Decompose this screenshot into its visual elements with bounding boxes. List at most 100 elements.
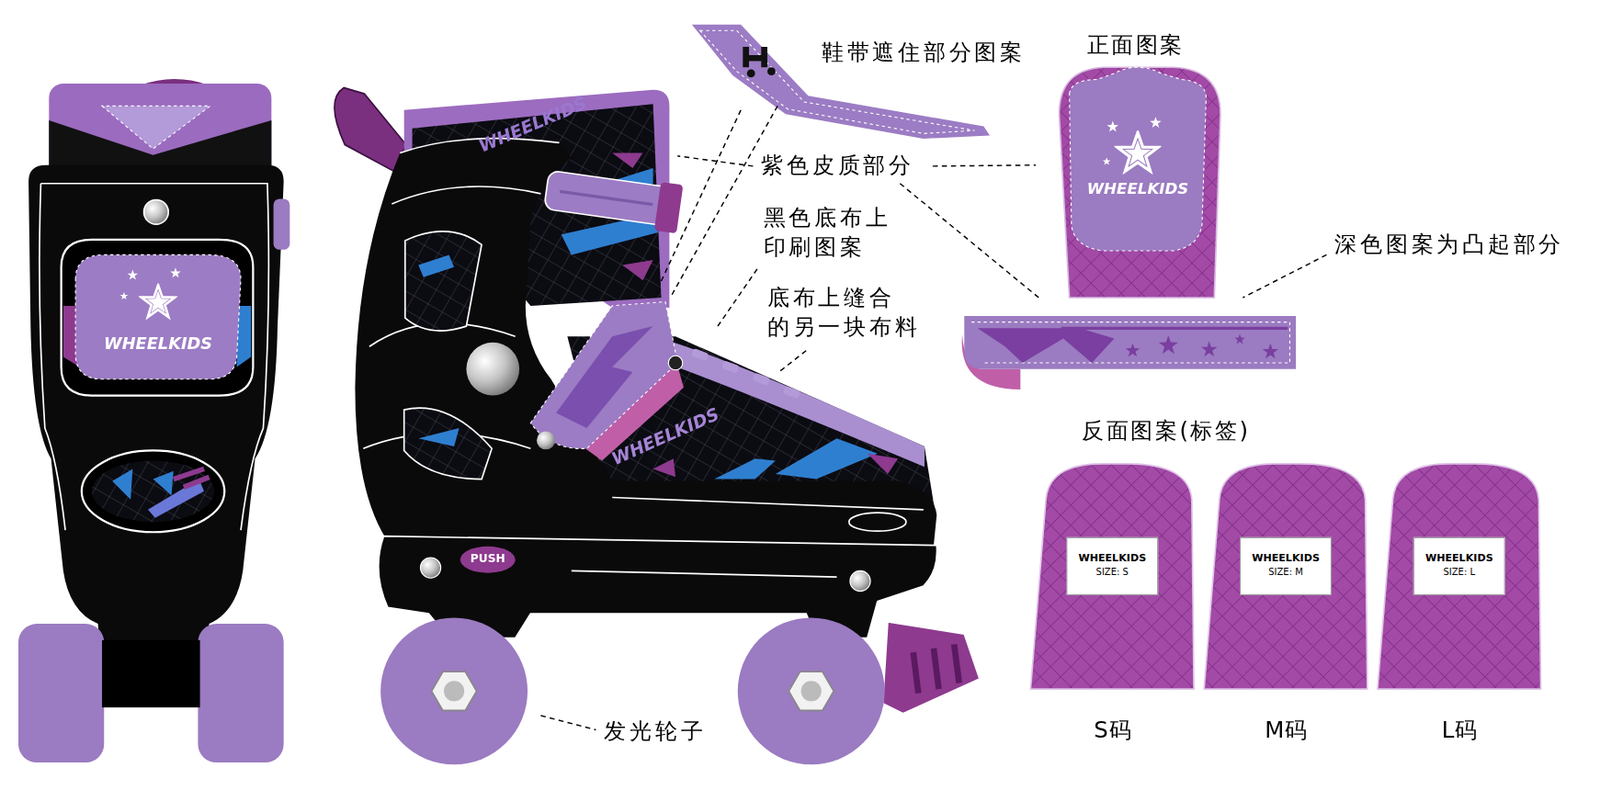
long-strap-part xyxy=(1262,343,1279,359)
back-tags-part xyxy=(1203,464,1368,690)
size-text: SIZE: S xyxy=(1078,565,1148,579)
brand-logo: WHEELKIDS xyxy=(103,334,213,356)
leader-lines xyxy=(540,105,1327,730)
side-view-skate-part xyxy=(543,166,684,234)
long-strap xyxy=(962,316,1296,390)
side-view-skate-part xyxy=(653,453,898,478)
side-view-skate-part xyxy=(380,617,528,765)
back-tags xyxy=(1030,464,1541,690)
leader-lines-part xyxy=(932,165,1036,167)
front-pattern-part xyxy=(1149,116,1161,128)
front-view-skate-part xyxy=(40,183,269,531)
side-view-skate-part xyxy=(714,438,878,479)
front-view-skate-part xyxy=(127,270,139,281)
leader-lines-part xyxy=(540,715,596,731)
brand-text: WHEELKIDS xyxy=(1250,550,1321,567)
side-view-skate-part xyxy=(654,181,684,234)
part-note: 鞋带遮住部分图案 xyxy=(821,38,1026,69)
side-view-skate-part xyxy=(544,170,671,226)
side-view-skate-part xyxy=(737,617,886,765)
front-view-skate-part xyxy=(81,450,225,533)
long-strap-part xyxy=(1234,333,1246,344)
long-strap-part xyxy=(1125,343,1140,358)
front-pattern-part xyxy=(1124,139,1152,165)
size-label-box: WHEELKIDSSIZE: L xyxy=(1413,536,1506,595)
side-view-skate-part xyxy=(443,680,465,702)
size-label-box: WHEELKIDSSIZE: S xyxy=(1066,536,1158,595)
section-title: 反面图案(标签) xyxy=(1081,417,1250,447)
leader-lines-part xyxy=(1242,254,1327,298)
front-view-skate-part xyxy=(147,290,171,313)
side-view-skate-part xyxy=(418,254,454,277)
side-view-skate-part xyxy=(782,385,802,399)
side-view-skate-part xyxy=(882,622,979,715)
front-view-skate-part xyxy=(170,267,182,278)
side-view-skate-part xyxy=(536,431,556,450)
front-view-skate-part xyxy=(18,624,104,763)
long-strap-part xyxy=(1061,327,1288,330)
side-view-skate-part xyxy=(418,428,459,447)
side-view-skate-part xyxy=(405,231,482,331)
part-note: 底布上缝合 的另一块布料 xyxy=(767,283,952,341)
side-view-skate-part xyxy=(801,680,822,702)
side-view-skate-part xyxy=(668,355,683,371)
back-tags-part xyxy=(1030,464,1194,690)
side-view-skate-part xyxy=(460,546,516,574)
size-text: SIZE: M xyxy=(1250,565,1321,579)
side-view-skate-part xyxy=(913,644,960,693)
front-pattern-part xyxy=(1117,132,1158,171)
front-view-skate-part xyxy=(273,198,291,250)
side-view-skate-part xyxy=(431,671,477,711)
long-strap-part xyxy=(1201,341,1217,357)
part-note: 发光轮子 xyxy=(603,717,706,748)
size-label-box: WHEELKIDSSIZE: M xyxy=(1239,536,1332,595)
button-label: PUSH xyxy=(470,552,506,568)
strap-piece-part xyxy=(767,67,776,76)
leader-lines-part xyxy=(677,156,753,167)
long-strap-part xyxy=(977,328,1115,364)
side-view-skate-part xyxy=(334,87,407,171)
front-view-skate-part xyxy=(144,199,170,225)
front-pattern-part xyxy=(1069,67,1207,251)
front-view-skate-part xyxy=(197,624,284,763)
long-strap-part xyxy=(964,316,1296,370)
front-view-skate-part xyxy=(173,468,210,488)
section-title: 正面图案 xyxy=(1087,31,1186,61)
leader-lines-part xyxy=(715,269,757,329)
leader-lines-part xyxy=(899,183,1039,298)
part-note: 深色图案为凸起部分 xyxy=(1334,229,1565,260)
front-pattern xyxy=(1059,67,1221,298)
front-pattern-part xyxy=(1107,121,1119,133)
part-note: 黑色底布上 印刷图案 xyxy=(763,204,928,262)
side-view-skate-part xyxy=(404,408,492,479)
front-pattern-part xyxy=(1102,157,1112,165)
strap-piece-part xyxy=(742,46,768,68)
side-view-skate-part xyxy=(465,342,520,397)
front-view-skate xyxy=(18,83,290,763)
front-view-skate-part xyxy=(141,284,175,318)
leader-lines-part xyxy=(658,110,741,286)
size-caption: M码 xyxy=(1264,716,1309,747)
front-view-skate-part xyxy=(61,239,254,397)
size-caption: L码 xyxy=(1441,716,1479,747)
side-view-skate-part xyxy=(571,570,838,578)
front-view-skate-part xyxy=(91,461,215,523)
side-view-skate-part xyxy=(354,138,937,546)
size-caption: S码 xyxy=(1093,716,1133,747)
brand-logo: WHEELKIDS xyxy=(475,91,591,159)
front-view-skate-part xyxy=(75,254,241,379)
side-view-skate-part xyxy=(788,671,834,711)
front-view-skate-part xyxy=(102,640,201,708)
front-view-skate-part xyxy=(102,105,211,149)
side-view-skate-part xyxy=(721,360,740,374)
leader-lines-part xyxy=(777,351,806,374)
side-view-skate-part xyxy=(419,557,441,579)
long-strap-part xyxy=(971,322,1290,364)
leader-lines-part xyxy=(671,105,778,296)
side-view-skate-part xyxy=(850,570,871,591)
side-view-skate-part xyxy=(751,373,771,386)
strap-piece-part xyxy=(747,68,756,78)
brand-text: WHEELKIDS xyxy=(1424,550,1495,567)
side-view-skate-part xyxy=(559,191,653,205)
